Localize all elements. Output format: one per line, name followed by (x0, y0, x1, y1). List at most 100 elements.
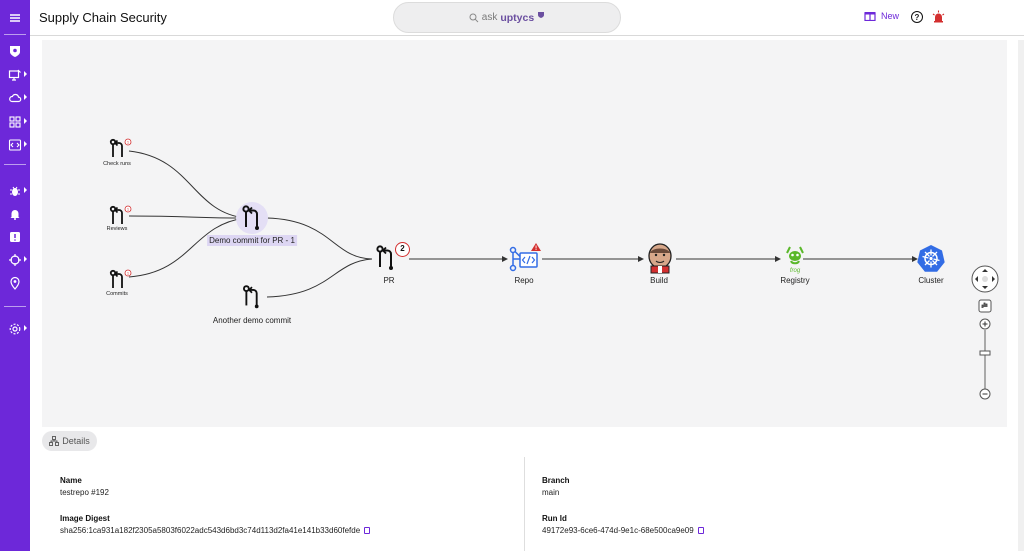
check-runs-label: Check runs (103, 161, 131, 167)
branch-label: Branch (542, 476, 570, 485)
image-digest-value: sha256:1ca931a182f2305a5803f6022adc543d6… (60, 526, 361, 535)
repo-label: Repo (514, 276, 534, 285)
node-cluster[interactable] (917, 244, 945, 272)
expand-caret-icon (24, 94, 27, 100)
svg-text:frog: frog (790, 268, 801, 274)
alarm-icon[interactable] (932, 10, 945, 28)
graph-navigation-controls (970, 265, 1002, 410)
page-scrollbar[interactable] (1018, 40, 1024, 551)
name-value: testrepo #192 (60, 488, 109, 497)
sidebar-divider (4, 306, 26, 307)
arrowhead (638, 256, 644, 262)
hierarchy-icon (49, 436, 60, 446)
jenkins-icon (648, 243, 672, 274)
svg-text:1: 1 (127, 140, 130, 145)
edge-commits-demo (128, 217, 246, 278)
details-divider (524, 457, 525, 551)
bug-icon[interactable] (0, 180, 30, 202)
sidebar-divider (4, 164, 26, 165)
pan-control[interactable] (971, 265, 999, 293)
demo-commit-label: Demo commit for PR - 1 (207, 235, 297, 246)
pipeline-graph-canvas[interactable]: 1 Check runs 1 Reviews 1 Commits Demo co… (42, 40, 1007, 427)
gift-icon (864, 12, 876, 21)
node-check-runs[interactable]: 1 (108, 138, 132, 160)
expand-caret-icon (24, 187, 27, 193)
arrowhead (912, 256, 918, 262)
expand-caret-icon (24, 325, 27, 331)
ask-prefix: ask (481, 12, 498, 23)
details-panel: Name testrepo #192 Image Digest sha256:1… (42, 455, 1007, 551)
node-another-demo-commit[interactable] (237, 282, 267, 312)
endpoint-icon[interactable] (0, 64, 30, 86)
top-bar: Supply Chain Security ask uptycs New ? (30, 0, 1024, 36)
bell-icon[interactable] (0, 203, 30, 225)
hamburger-menu-icon[interactable] (0, 7, 30, 29)
target-icon[interactable] (0, 249, 30, 271)
uptycs-shield-icon (538, 11, 545, 18)
reviews-label: Reviews (106, 226, 128, 232)
location-icon[interactable] (0, 272, 30, 294)
whats-new-button[interactable]: New (864, 10, 899, 21)
node-build[interactable] (645, 242, 675, 274)
graph-edges (128, 150, 918, 298)
fit-view-button[interactable] (978, 299, 992, 313)
cluster-label: Cluster (918, 276, 944, 285)
edge-another-pr (266, 258, 373, 298)
node-reviews[interactable]: 1 (108, 205, 132, 227)
zoom-slider-handle[interactable] (979, 350, 991, 356)
image-digest-label: Image Digest (60, 514, 110, 523)
build-label: Build (650, 276, 668, 285)
registry-label: Registry (780, 276, 810, 285)
node-demo-commit[interactable] (236, 202, 268, 234)
uptycs-brand: uptycs (500, 11, 535, 24)
node-pr[interactable]: 2 (374, 242, 414, 274)
svg-text:1: 1 (127, 207, 130, 212)
sidebar-divider (4, 34, 26, 35)
copy-icon[interactable] (364, 527, 371, 534)
node-registry[interactable]: frog (783, 244, 807, 274)
pr-count-badge: 2 (395, 242, 410, 257)
details-tab[interactable]: Details (42, 431, 97, 451)
help-icon[interactable]: ? (911, 11, 923, 23)
run-id-value: 49172e93-6ce6-474d-9e1c-68e500ca9e09 (542, 526, 694, 535)
edge-reviews-demo (128, 215, 246, 219)
apps-grid-icon[interactable] (0, 111, 30, 133)
edge-demo-pr (266, 217, 373, 260)
arrowhead (502, 256, 508, 262)
git-pull-request-icon (242, 205, 259, 230)
repository-icon (509, 243, 541, 272)
expand-caret-icon (24, 256, 27, 262)
pr-label: PR (383, 276, 395, 285)
name-label: Name (60, 476, 82, 485)
zoom-out-button[interactable] (979, 388, 991, 400)
git-pull-request-icon: 1 (109, 138, 132, 157)
code-icon[interactable] (0, 134, 30, 156)
search-icon (469, 13, 479, 22)
copy-icon[interactable] (697, 527, 704, 534)
alert-badge-icon[interactable] (0, 226, 30, 248)
node-repo[interactable] (508, 242, 542, 276)
run-id-row: 49172e93-6ce6-474d-9e1c-68e500ca9e09 (542, 526, 704, 535)
run-id-label: Run Id (542, 514, 567, 523)
edge-checkruns-demo (128, 150, 246, 219)
settings-icon[interactable] (0, 318, 30, 340)
kubernetes-icon (917, 245, 945, 272)
node-commits[interactable]: 1 (108, 269, 132, 291)
ask-search-bar[interactable]: ask uptycs (393, 2, 621, 33)
shield-logo-icon[interactable] (0, 40, 30, 62)
git-pull-request-icon (243, 285, 259, 309)
cloud-icon[interactable] (0, 87, 30, 109)
commits-label: Commits (106, 291, 128, 297)
image-digest-row: sha256:1ca931a182f2305a5803f6022adc543d6… (60, 526, 371, 535)
git-pull-request-icon (376, 245, 393, 270)
expand-caret-icon (24, 71, 27, 77)
another-demo-commit-label: Another demo commit (212, 316, 292, 325)
git-pull-request-icon: 1 (109, 205, 132, 224)
details-tab-label: Details (62, 436, 90, 446)
svg-text:1: 1 (127, 271, 130, 276)
sidebar (0, 0, 30, 551)
expand-caret-icon (24, 141, 27, 147)
zoom-in-button[interactable] (979, 318, 991, 330)
git-pull-request-icon: 1 (109, 269, 132, 288)
jfrog-icon: frog (786, 246, 804, 274)
